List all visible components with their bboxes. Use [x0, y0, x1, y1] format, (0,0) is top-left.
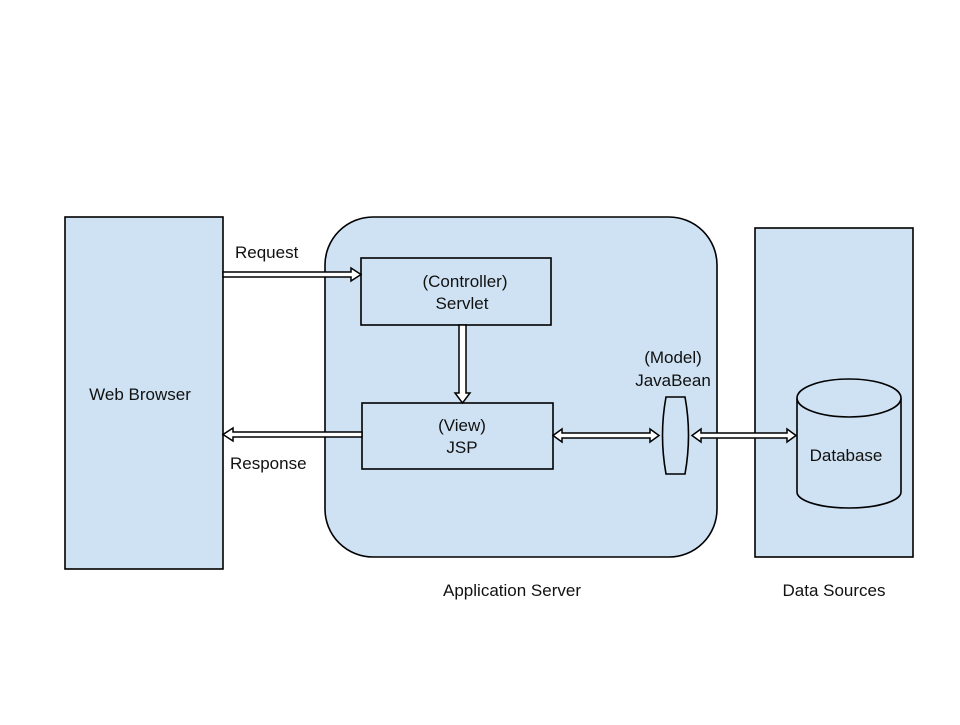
servlet-label: Servlet — [436, 294, 489, 313]
view-label: (View) — [438, 416, 486, 435]
response-arrow — [221, 426, 363, 443]
servlet-to-jsp-arrow — [453, 324, 472, 405]
jsp-label: JSP — [446, 438, 477, 457]
response-label: Response — [230, 454, 307, 473]
javabean-database-arrow — [690, 427, 798, 444]
database-cylinder — [796, 398, 902, 509]
data-sources-caption: Data Sources — [783, 581, 886, 600]
database-label: Database — [810, 446, 883, 465]
application-server-caption: Application Server — [443, 581, 581, 600]
javabean-label: JavaBean — [635, 371, 711, 390]
request-label: Request — [235, 243, 299, 262]
view-jsp-box — [361, 402, 554, 470]
database-cylinder-top — [796, 378, 902, 418]
controller-label: (Controller) — [422, 272, 507, 291]
javabean-shape — [661, 396, 690, 475]
web-browser-box — [64, 216, 224, 570]
web-browser-label: Web Browser — [89, 385, 191, 404]
controller-servlet-box — [360, 257, 552, 326]
request-arrow — [222, 266, 363, 283]
model-label: (Model) — [644, 348, 702, 367]
jsp-javabean-arrow — [551, 427, 661, 444]
